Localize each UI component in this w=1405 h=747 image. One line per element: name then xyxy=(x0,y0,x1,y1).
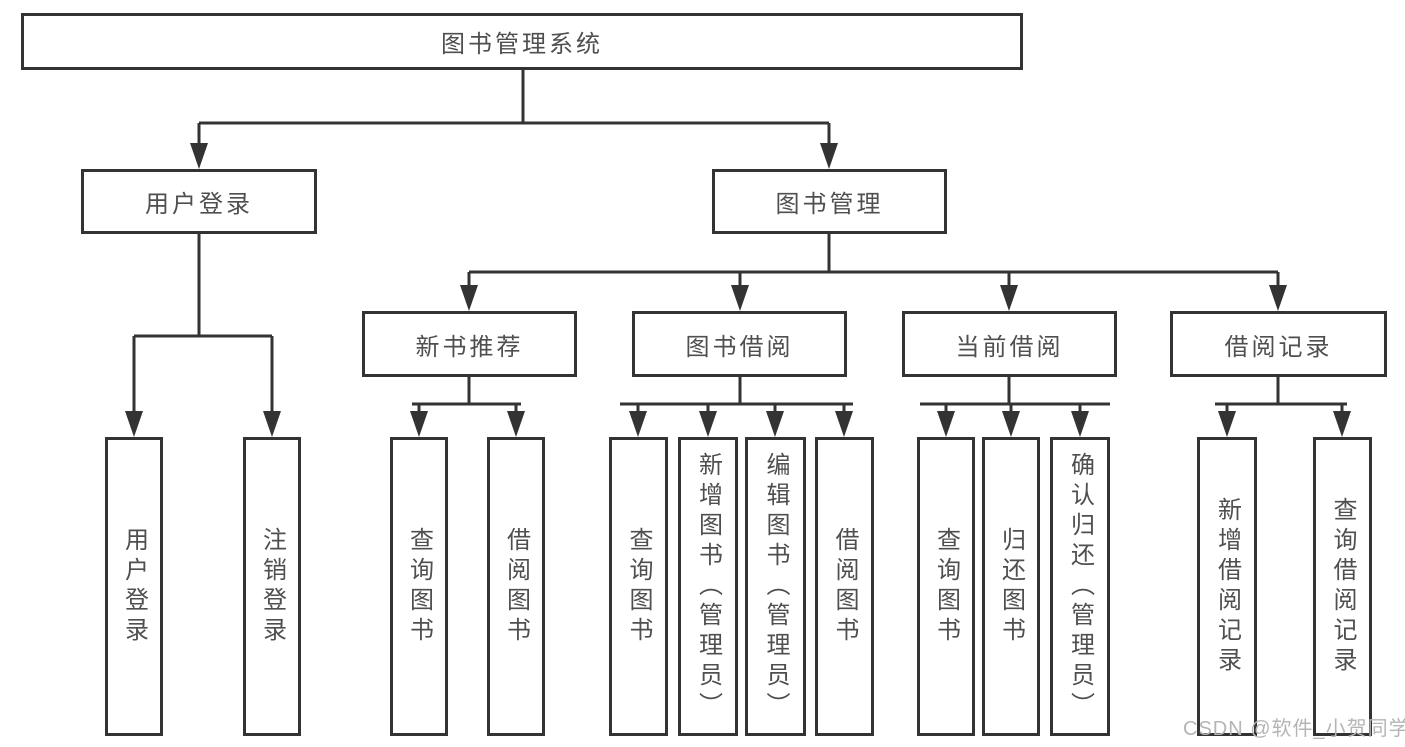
node-book-management: 图书管理 xyxy=(712,169,947,234)
node-confirm-return-admin: 确认归还（管理员） xyxy=(1050,437,1110,736)
node-borrow-books-borrowing: 借阅图书 xyxy=(815,437,874,736)
node-current-borrowing: 当前借阅 xyxy=(902,311,1117,377)
node-logout-action: 注销登录 xyxy=(243,437,301,736)
node-query-borrow-record: 查询借阅记录 xyxy=(1313,437,1372,736)
node-user-login-action: 用户登录 xyxy=(105,437,163,736)
node-add-borrow-record: 新增借阅记录 xyxy=(1197,437,1257,736)
node-borrow-books-recommendation: 借阅图书 xyxy=(487,437,545,736)
node-book-borrowing: 图书借阅 xyxy=(632,311,847,377)
node-library-management-system: 图书管理系统 xyxy=(21,13,1023,70)
node-new-book-recommendation: 新书推荐 xyxy=(362,311,577,377)
watermark: CSDN @软件_小贺同学 xyxy=(1183,718,1405,740)
node-return-books: 归还图书 xyxy=(982,437,1040,736)
node-borrowing-records: 借阅记录 xyxy=(1170,311,1387,377)
node-query-books-recommendation: 查询图书 xyxy=(390,437,448,736)
node-query-books-current: 查询图书 xyxy=(917,437,975,736)
node-user-login: 用户登录 xyxy=(81,169,317,234)
connector-arrowheads xyxy=(125,143,1351,437)
node-query-books-borrowing: 查询图书 xyxy=(609,437,668,736)
node-add-books-admin: 新增图书（管理员） xyxy=(678,437,738,736)
node-edit-books-admin: 编辑图书（管理员） xyxy=(745,437,806,736)
